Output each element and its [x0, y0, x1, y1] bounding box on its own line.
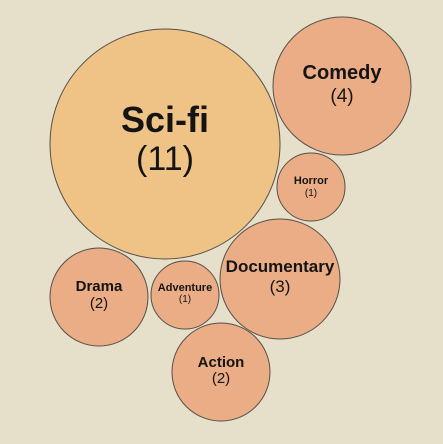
bubble-label-action: Action [198, 354, 245, 371]
bubble-circle-adventure[interactable] [150, 260, 220, 330]
bubble-documentary[interactable]: Documentary(3) [219, 218, 341, 340]
bubble-circle-documentary[interactable] [219, 218, 341, 340]
bubble-circle-action[interactable] [171, 322, 271, 422]
bubble-circle-horror[interactable] [276, 152, 346, 222]
bubble-comedy[interactable]: Comedy(4) [272, 16, 412, 156]
bubble-circle-comedy[interactable] [272, 16, 412, 156]
bubble-action[interactable]: Action(2) [171, 322, 271, 422]
bubble-count-sci-fi: (11) [136, 140, 194, 178]
bubble-count-horror: (1) [305, 188, 317, 199]
bubble-label-horror: Horror [294, 175, 329, 187]
bubble-horror[interactable]: Horror(1) [276, 152, 346, 222]
bubble-sci-fi[interactable]: Sci-fi(11) [49, 28, 281, 260]
bubble-count-comedy: (4) [330, 86, 353, 107]
bubble-count-adventure: (1) [179, 294, 191, 305]
bubble-count-action: (2) [212, 370, 230, 387]
bubble-drama[interactable]: Drama(2) [49, 247, 149, 347]
bubble-label-documentary: Documentary [226, 257, 335, 276]
bubble-label-drama: Drama [76, 278, 123, 295]
bubble-circle-sci-fi[interactable] [49, 28, 281, 260]
bubble-circle-drama[interactable] [49, 247, 149, 347]
bubble-label-comedy: Comedy [303, 62, 383, 84]
bubble-count-documentary: (3) [270, 277, 291, 296]
bubble-count-drama: (2) [90, 295, 108, 312]
bubble-label-sci-fi: Sci-fi [121, 99, 209, 140]
bubble-adventure[interactable]: Adventure(1) [150, 260, 220, 330]
bubble-label-adventure: Adventure [158, 282, 212, 294]
